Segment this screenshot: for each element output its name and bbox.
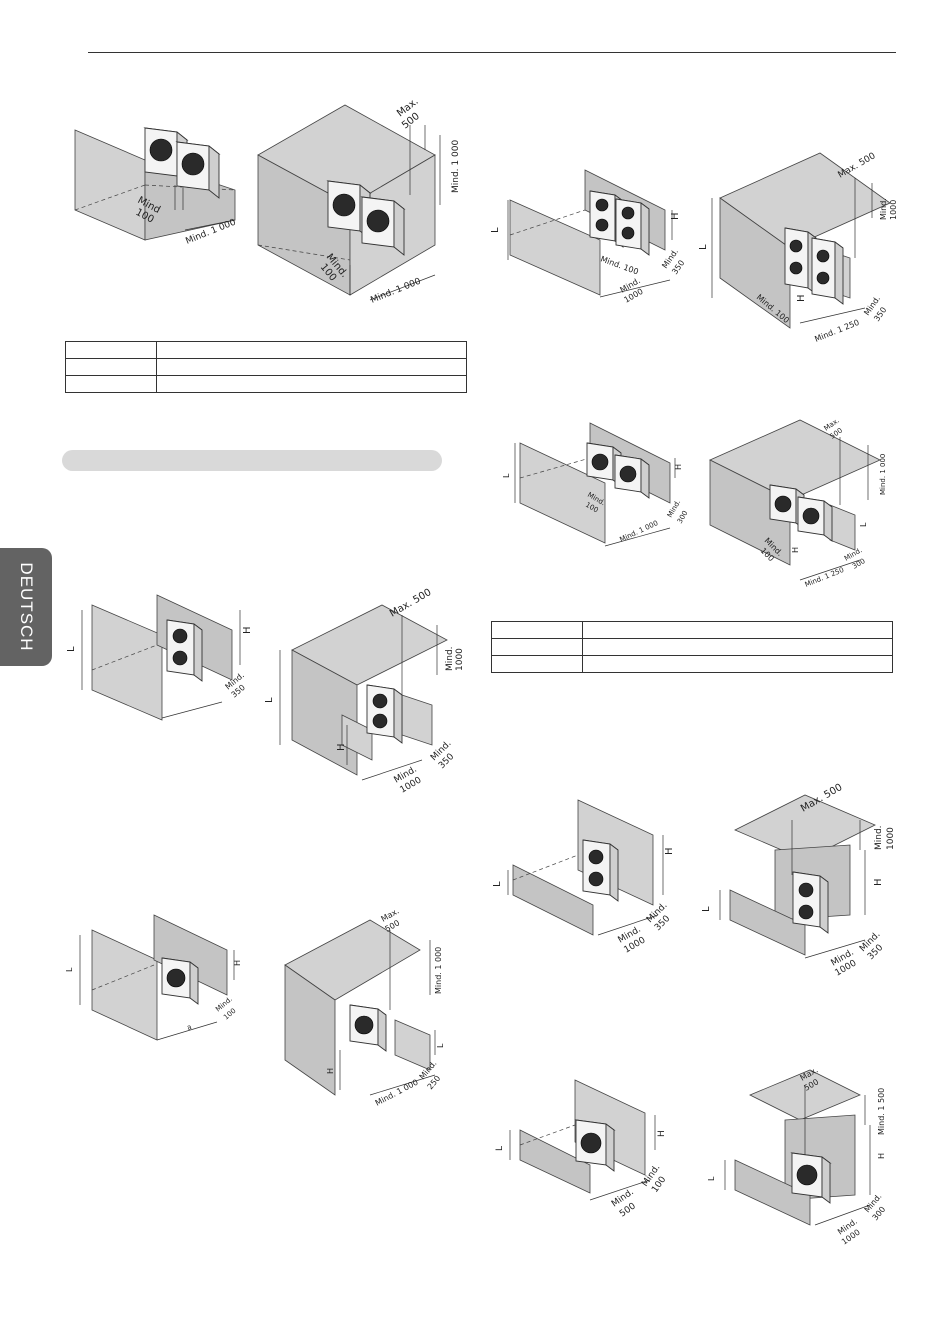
dim-label: Mind. 1 500 bbox=[877, 1088, 886, 1135]
dim-label: Mind. 1 250 bbox=[813, 318, 860, 344]
outdoor-unit bbox=[790, 1152, 832, 1204]
table-cell bbox=[156, 341, 467, 359]
outdoor-unit bbox=[615, 198, 650, 256]
dim-label: Mind. 1 000 bbox=[618, 519, 659, 544]
dim-label: Mind. 100 bbox=[599, 254, 639, 276]
dim-label: Max. 500 bbox=[837, 151, 878, 181]
dim-label: L bbox=[859, 522, 868, 527]
dim-label: 1000 bbox=[886, 827, 896, 850]
table-cell bbox=[491, 638, 583, 656]
figure-small-unit-side-walls-overhang: Max. 500 Mind. 1 000 H L Mind. 1 000 Min… bbox=[284, 906, 445, 1108]
outdoor-unit bbox=[582, 839, 619, 902]
figure-single-unit-low-front-wall: L H Mind. 1000 Mind. 350 bbox=[492, 799, 675, 956]
dim-label: 1000 bbox=[455, 648, 465, 671]
figure-small-unit-low-front-wall: L H Mind. 500 Mind. 100 bbox=[495, 1079, 668, 1219]
dim-label: 1000 bbox=[889, 200, 898, 220]
outdoor-unit bbox=[797, 496, 833, 542]
figure-twin-units-front-wall-overhang: Max. 500 Mind. 1 000 L H Mind. 100 Mind.… bbox=[709, 417, 887, 589]
dim-label: H bbox=[664, 847, 675, 855]
figure-single-unit-side-walls-overhang: Max. 500 Mind. 1000 L H Mind. 1000 Mind.… bbox=[264, 587, 465, 796]
table-row bbox=[65, 358, 467, 376]
dim-label: L bbox=[701, 906, 712, 912]
table-cell bbox=[65, 358, 157, 376]
table-row bbox=[491, 655, 893, 673]
table-cell bbox=[65, 341, 157, 359]
dim-label: L bbox=[707, 1176, 716, 1181]
dim-label: 300 bbox=[676, 509, 690, 525]
outdoor-unit bbox=[175, 141, 221, 199]
figure-small-unit-low-front-wall-overhang: Max. 500 Mind. 1 500 H L Mind. 1000 Mind… bbox=[707, 1065, 887, 1246]
table-row bbox=[491, 638, 893, 656]
dim-label: H bbox=[873, 878, 884, 886]
outdoor-unit bbox=[614, 454, 650, 499]
table-row bbox=[65, 375, 467, 393]
dim-label: Mind. 1 000 bbox=[369, 276, 422, 305]
figure-single-unit-low-front-wall-overhang: Max. 500 Mind. 1000 H L Mind. 1000 Mind.… bbox=[701, 782, 896, 979]
figure-twin-units-back-wall: Mind 100 Mind. 1 000 bbox=[74, 127, 238, 247]
dim-label: Mind. 1 250 bbox=[804, 566, 845, 589]
figure-twin-units-side-walls: L H Mind. 100 Mind. 350 Mind. 1000 bbox=[490, 169, 686, 305]
section-heading-bar bbox=[62, 450, 442, 471]
figure-twin-units-overhang: Max. 500 Mind. 1 000 Mind. 100 Mind. 1 0… bbox=[257, 96, 461, 306]
dim-label: 300 bbox=[851, 557, 867, 571]
dim-label: L bbox=[490, 227, 501, 233]
dim-label: H bbox=[326, 1068, 335, 1074]
dim-label: H bbox=[877, 1153, 886, 1159]
outdoor-unit bbox=[166, 619, 203, 682]
table-cell bbox=[156, 358, 467, 376]
dim-label: L bbox=[65, 967, 74, 972]
outdoor-unit bbox=[349, 1004, 387, 1052]
dim-label: H bbox=[670, 212, 681, 220]
figure-single-unit-side-walls: L H Mind. 350 bbox=[66, 594, 253, 721]
table-cell bbox=[582, 638, 893, 656]
dim-label: L bbox=[492, 881, 503, 887]
table-cell bbox=[65, 375, 157, 393]
dim-label: L bbox=[66, 646, 77, 652]
table-row bbox=[491, 621, 893, 639]
dim-label: Mind. 1 000 bbox=[451, 140, 461, 193]
spec-table-right bbox=[491, 621, 893, 673]
figure-twin-units-front-wall: L H Mind. 100 Mind. 1 000 Mind. 300 bbox=[502, 422, 690, 547]
table-cell bbox=[582, 655, 893, 673]
dim-label: H bbox=[796, 294, 807, 302]
dim-label: H bbox=[674, 464, 683, 470]
dim-label: H bbox=[242, 626, 253, 634]
dim-label: Mind. bbox=[879, 198, 888, 220]
figure-twin-units-side-walls-overhang: L Max. 500 Mind. 1000 H Mind. 100 Mind. … bbox=[698, 151, 898, 344]
dim-label: Mind. 1 000 bbox=[879, 454, 887, 495]
dim-label: H bbox=[657, 1130, 667, 1137]
outdoor-unit bbox=[360, 196, 406, 256]
dim-label: Mind. 1 000 bbox=[434, 947, 443, 994]
language-tab[interactable]: DEUTSCH bbox=[0, 548, 52, 666]
table-cell bbox=[491, 655, 583, 673]
outdoor-unit bbox=[792, 871, 829, 934]
dim-label: H bbox=[233, 960, 242, 966]
table-cell bbox=[156, 375, 467, 393]
dim-label: a bbox=[186, 1023, 193, 1032]
dim-label: L bbox=[698, 244, 709, 250]
dim-label: Mind. 1 000 bbox=[374, 1078, 420, 1108]
dim-label: Mind. bbox=[874, 825, 884, 850]
dim-label: H bbox=[791, 547, 800, 553]
dim-label: Max. 500 bbox=[388, 587, 433, 620]
dim-label: L bbox=[495, 1146, 505, 1151]
dim-label: L bbox=[436, 1043, 445, 1048]
outdoor-unit bbox=[784, 227, 817, 295]
figure-small-unit-side-walls: L H Mind. 100 a bbox=[65, 914, 242, 1041]
dim-label: L bbox=[502, 473, 511, 478]
spec-table-left bbox=[65, 341, 467, 393]
dim-label: Mind. bbox=[445, 646, 455, 671]
outdoor-unit bbox=[811, 237, 844, 305]
table-cell bbox=[491, 621, 583, 639]
dim-label: H bbox=[336, 743, 347, 751]
table-cell bbox=[582, 621, 893, 639]
header-rule bbox=[88, 52, 896, 53]
outdoor-unit bbox=[366, 684, 403, 744]
table-row bbox=[65, 341, 467, 359]
dim-label: L bbox=[264, 697, 275, 703]
outdoor-unit bbox=[161, 957, 199, 1005]
outdoor-unit bbox=[574, 1119, 616, 1172]
